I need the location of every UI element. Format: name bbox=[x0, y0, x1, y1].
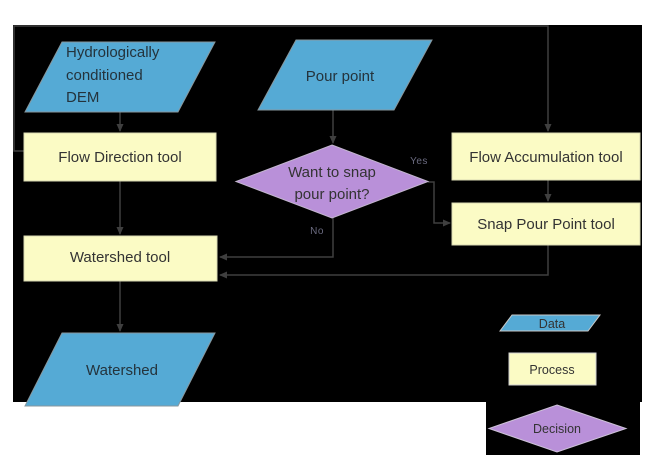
legend-decision-label: Decision bbox=[533, 422, 581, 436]
edge-label-no: No bbox=[310, 226, 324, 237]
node-snap-pour-point-rect bbox=[451, 202, 641, 246]
node-flow-direction-rect bbox=[23, 132, 217, 182]
node-decision-diamond bbox=[234, 144, 430, 219]
edge-label-yes: Yes bbox=[410, 156, 428, 167]
legend-process-rect bbox=[508, 352, 597, 386]
node-watershed-label: Watershed bbox=[86, 362, 158, 379]
node-dem-label-line3: DEM bbox=[66, 89, 99, 106]
edge-decision-no-to-watershed-tool bbox=[219, 218, 334, 261]
edge-decision-yes-to-snap bbox=[428, 181, 451, 227]
node-pour-point-label: Pour point bbox=[306, 68, 375, 85]
edge-flow-direction-to-flow-accumulation bbox=[13, 25, 552, 152]
node-flow-accumulation-label: Flow Accumulation tool bbox=[469, 149, 622, 166]
node-watershed-parallelogram bbox=[24, 332, 216, 407]
node-dem-parallelogram bbox=[24, 41, 216, 113]
edge-snap-to-watershed-tool bbox=[219, 245, 549, 279]
node-snap-pour-point-label: Snap Pour Point tool bbox=[477, 216, 615, 233]
node-flow-accumulation-rect bbox=[451, 132, 641, 181]
node-flow-direction-label: Flow Direction tool bbox=[58, 149, 181, 166]
node-decision-label-line1: Want to snap bbox=[288, 164, 376, 181]
node-decision-label-line2: pour point? bbox=[294, 186, 369, 203]
legend-data-parallelogram bbox=[499, 314, 601, 332]
legend-decision-diamond bbox=[487, 404, 628, 453]
legend-data-label: Data bbox=[539, 317, 565, 331]
node-dem-label-line1: Hydrologically bbox=[66, 44, 160, 61]
node-watershed-tool-rect bbox=[23, 235, 218, 282]
node-dem-label-line2: conditioned bbox=[66, 67, 143, 84]
node-watershed-tool-label: Watershed tool bbox=[70, 249, 170, 266]
node-pour-point-parallelogram bbox=[257, 39, 433, 111]
legend-process-label: Process bbox=[529, 363, 574, 377]
